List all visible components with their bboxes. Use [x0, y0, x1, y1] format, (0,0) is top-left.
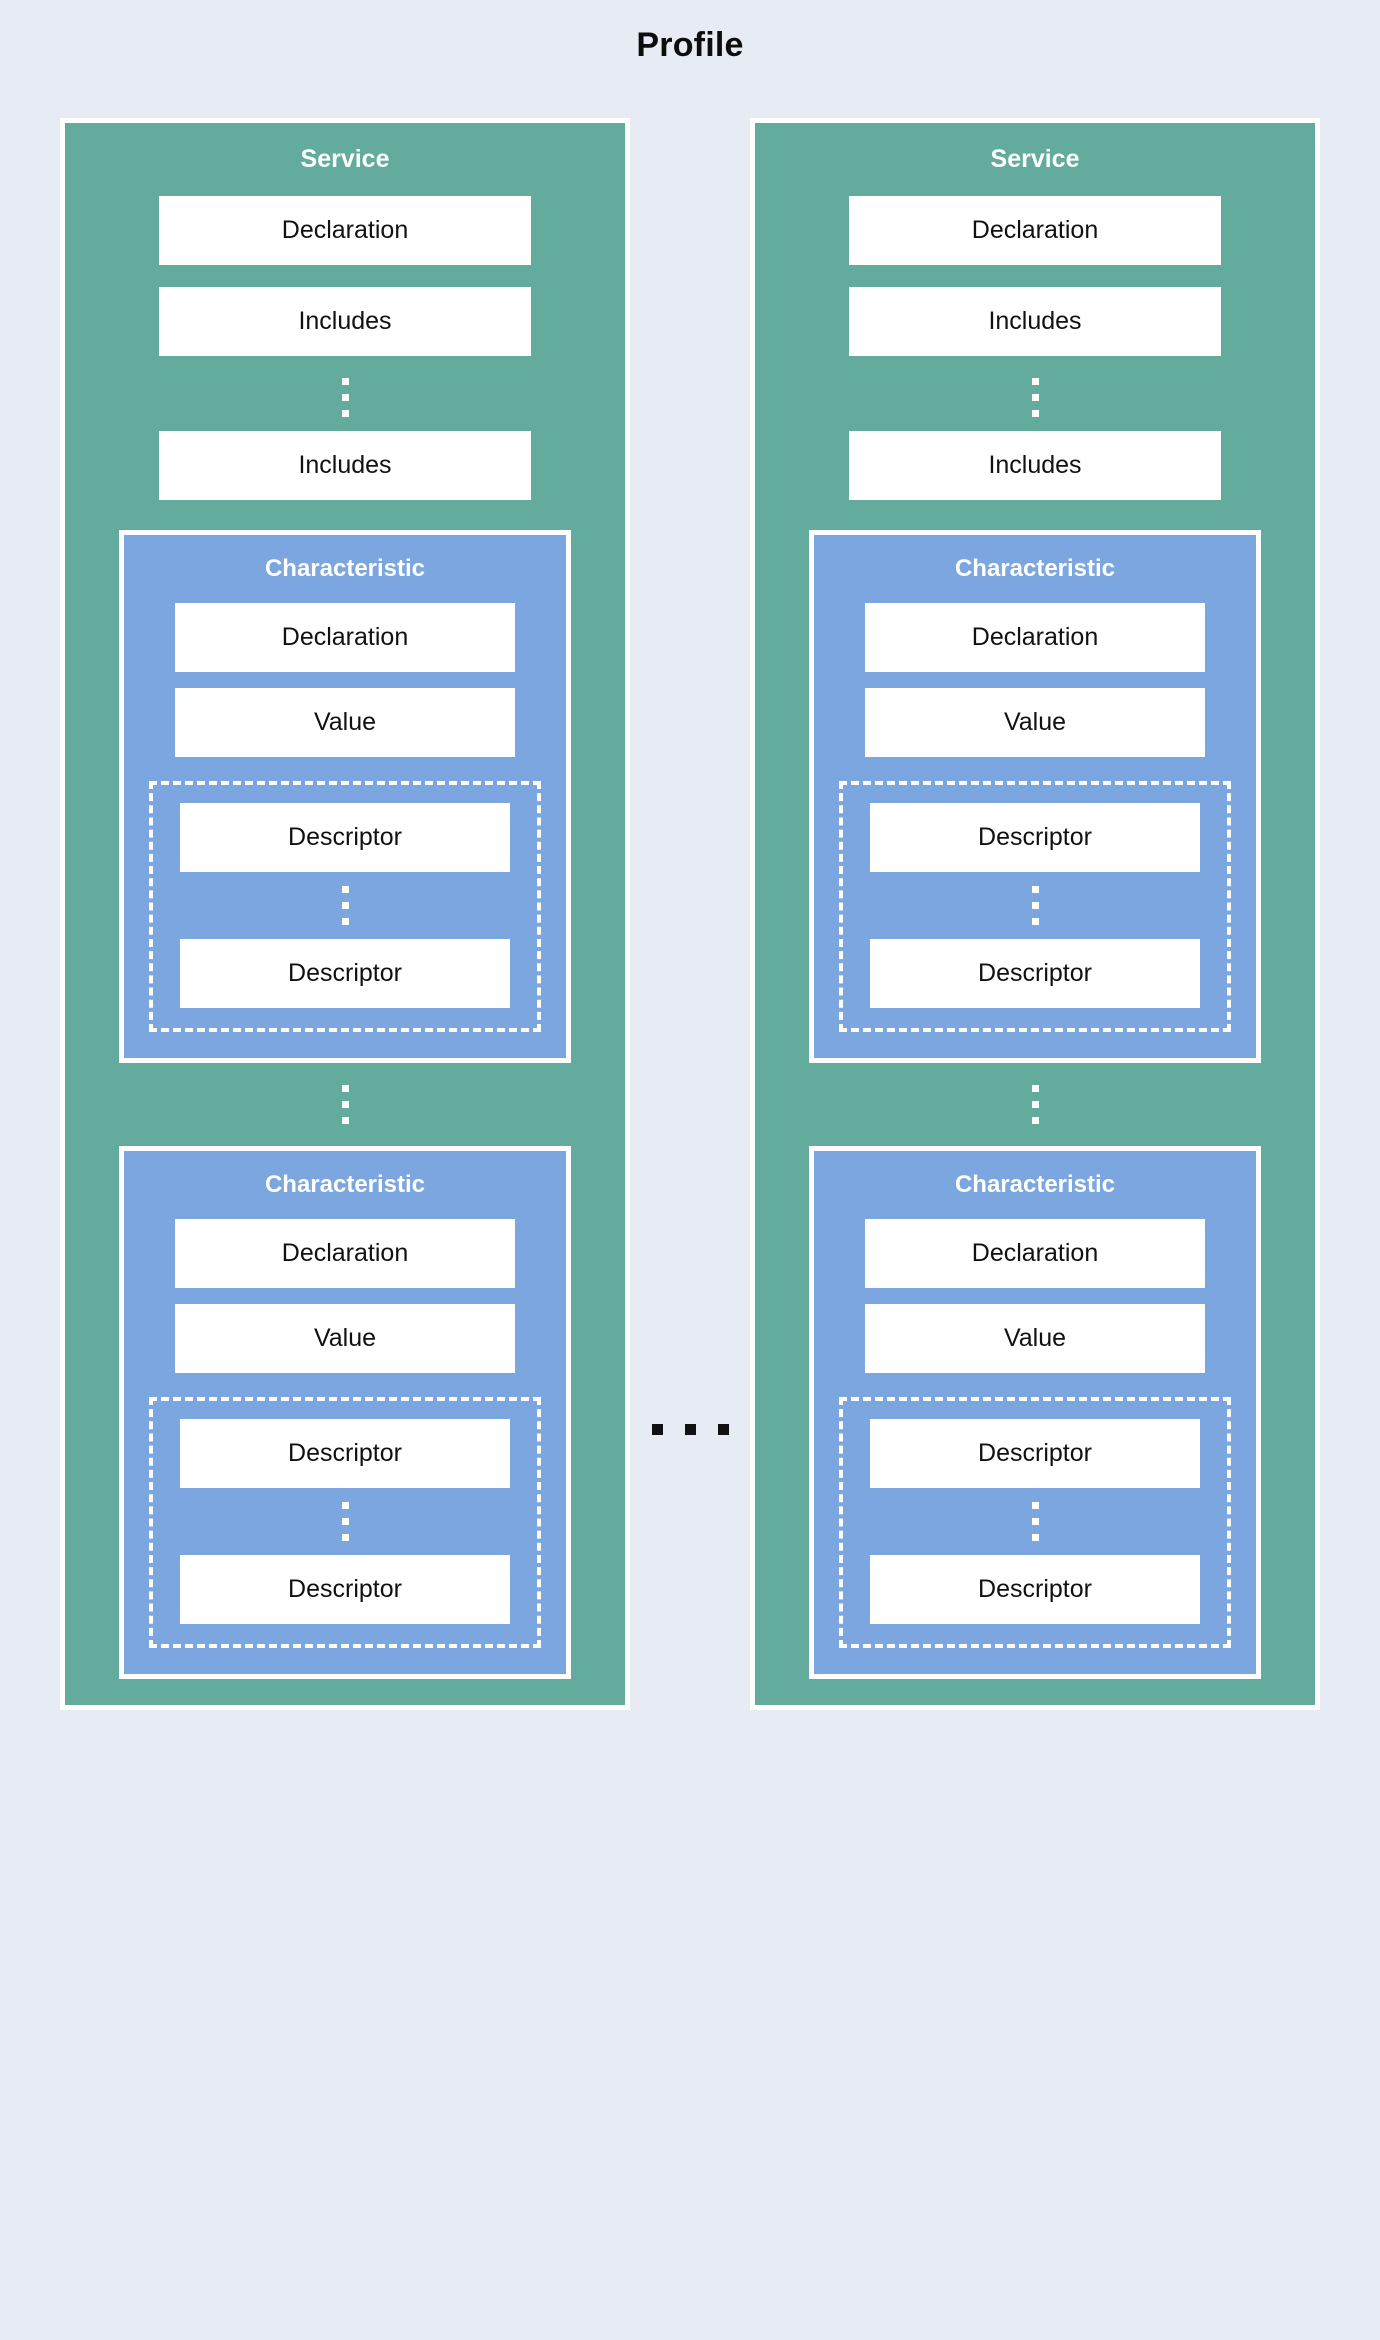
descriptor-box-last: Descriptor: [180, 1555, 510, 1624]
ellipsis-dot: [1031, 918, 1039, 925]
characteristic-declaration-box: Declaration: [175, 603, 515, 672]
vertical-ellipsis-icon: [755, 1085, 1315, 1124]
characteristic-title: Characteristic: [954, 1171, 1116, 1198]
ellipsis-dot: [341, 902, 349, 909]
characteristic-declaration-box: Declaration: [865, 603, 1205, 672]
characteristic-value-box: Value: [175, 688, 515, 757]
descriptor-box-first: Descriptor: [870, 803, 1200, 872]
ellipsis-dot: [1031, 378, 1039, 385]
vertical-ellipsis-icon: [843, 886, 1227, 925]
service-title: Service: [300, 145, 390, 173]
vertical-ellipsis-icon: [65, 378, 625, 417]
ellipsis-dot: [341, 918, 349, 925]
vertical-ellipsis-icon: [843, 1502, 1227, 1541]
ellipsis-dot: [1031, 394, 1039, 401]
characteristic-title: Characteristic: [954, 555, 1116, 582]
ellipsis-dot: [1031, 1085, 1039, 1092]
characteristic-value-box: Value: [865, 1304, 1205, 1373]
descriptor-group: Descriptor Descriptor: [149, 1397, 541, 1648]
ellipsis-dot: [1031, 1534, 1039, 1541]
service-includes-box-last: Includes: [849, 431, 1221, 500]
ellipsis-dot: [341, 394, 349, 401]
descriptor-group: Descriptor Descriptor: [839, 781, 1231, 1032]
ellipsis-dot: [341, 1518, 349, 1525]
characteristic-box-1: Characteristic Declaration Value Descrip…: [119, 530, 571, 1063]
characteristic-box-1: Characteristic Declaration Value Descrip…: [809, 530, 1261, 1063]
spacer: [755, 500, 1315, 530]
descriptor-group: Descriptor Descriptor: [839, 1397, 1231, 1648]
ellipsis-dot: [341, 886, 349, 893]
ellipsis-dot: [1031, 886, 1039, 893]
descriptor-group: Descriptor Descriptor: [149, 781, 541, 1032]
ellipsis-dot: [1031, 1518, 1039, 1525]
ellipsis-dot: [1031, 1101, 1039, 1108]
descriptor-box-last: Descriptor: [870, 1555, 1200, 1624]
service-declaration-box: Declaration: [849, 196, 1221, 265]
ellipsis-dot: [341, 378, 349, 385]
characteristic-box-2: Characteristic Declaration Value Descrip…: [809, 1146, 1261, 1679]
spacer: [65, 500, 625, 530]
descriptor-box-last: Descriptor: [870, 939, 1200, 1008]
characteristic-declaration-box: Declaration: [865, 1219, 1205, 1288]
characteristic-declaration-box: Declaration: [175, 1219, 515, 1288]
ellipsis-dot: [1031, 410, 1039, 417]
service-includes-box-last: Includes: [159, 431, 531, 500]
characteristic-title: Characteristic: [264, 1171, 426, 1198]
ellipsis-dot: [341, 410, 349, 417]
vertical-ellipsis-icon: [755, 378, 1315, 417]
characteristic-value-box: Value: [175, 1304, 515, 1373]
ellipsis-dot: [1031, 1502, 1039, 1509]
vertical-ellipsis-icon: [153, 886, 537, 925]
service-box-2: Service Declaration Includes Includes Ch…: [750, 118, 1320, 1710]
descriptor-box-first: Descriptor: [180, 1419, 510, 1488]
vertical-ellipsis-icon: [153, 1502, 537, 1541]
service-includes-box-first: Includes: [159, 287, 531, 356]
characteristic-value-box: Value: [865, 688, 1205, 757]
vertical-ellipsis-icon: [65, 1085, 625, 1124]
ellipsis-dot: [341, 1085, 349, 1092]
ellipsis-dot: [341, 1101, 349, 1108]
descriptor-box-first: Descriptor: [870, 1419, 1200, 1488]
characteristic-title: Characteristic: [264, 555, 426, 582]
ellipsis-dot: [341, 1534, 349, 1541]
ellipsis-dot: [341, 1502, 349, 1509]
service-title: Service: [990, 145, 1080, 173]
descriptor-box-first: Descriptor: [180, 803, 510, 872]
ellipsis-dot: [1031, 1117, 1039, 1124]
characteristic-box-2: Characteristic Declaration Value Descrip…: [119, 1146, 571, 1679]
ellipsis-dot: [1031, 902, 1039, 909]
ellipsis-dot: [341, 1117, 349, 1124]
services-row: Service Declaration Includes Includes Ch…: [0, 118, 1380, 1710]
page-title: Profile: [636, 26, 744, 64]
descriptor-box-last: Descriptor: [180, 939, 510, 1008]
service-includes-box-first: Includes: [849, 287, 1221, 356]
service-box-1: Service Declaration Includes Includes Ch…: [60, 118, 630, 1710]
service-declaration-box: Declaration: [159, 196, 531, 265]
